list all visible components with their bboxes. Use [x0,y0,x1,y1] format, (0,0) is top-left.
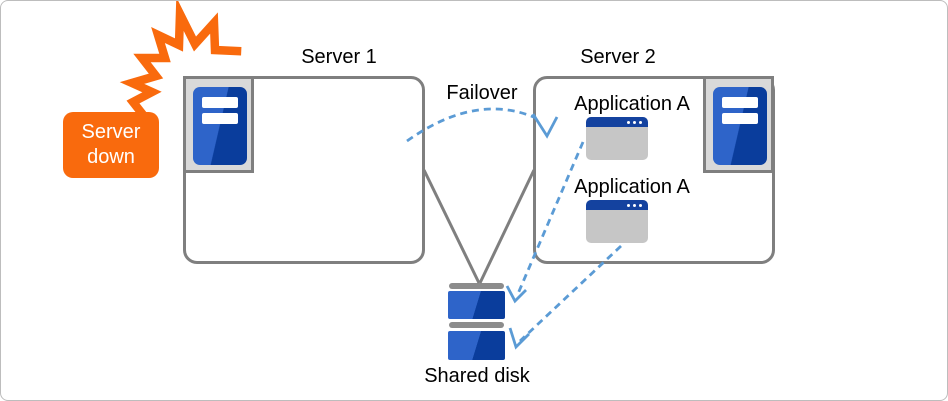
server-icon [713,87,767,165]
shared-disk-icon [449,322,504,328]
server-down-callout: Server down [63,112,159,178]
server2-label: Server 2 [580,46,656,68]
app-window-icon [586,200,648,243]
shared-disk-label: Shared disk [424,365,530,387]
shared-disk-icon [449,283,504,289]
failover-label: Failover [446,82,518,104]
app-window-icon [586,117,648,160]
server2-icon-panel [703,76,774,173]
window-dot-icon [627,203,630,207]
window-dot-icon [627,120,630,124]
callout-line2: down [87,146,135,168]
server-icon-bar [202,113,238,124]
callout-line1: Server [81,121,141,143]
window-dot-icon [639,203,642,207]
shared-disk-icon [448,291,505,319]
server1-disk-connector [422,169,481,284]
window-dot-icon [633,120,636,124]
server-icon-bar [202,97,238,108]
server1-icon-panel [183,76,254,173]
window-dot-icon [633,203,636,207]
server1-label: Server 1 [301,46,377,68]
server-icon-bar [722,97,758,108]
shared-disk-icon [448,331,505,360]
failover-arrow-icon [406,107,537,143]
app-window-titlebar [586,117,648,127]
disk-access-arrowhead-icon [508,327,530,350]
server2-disk-connector [478,169,536,284]
window-dot-icon [639,120,642,124]
server-icon [193,87,247,165]
application-a-label-2: Application A [574,176,690,198]
app-window-titlebar [586,200,648,210]
server-icon-bar [722,113,758,124]
disk-access-arrowhead-icon [505,285,527,304]
application-a-label-1: Application A [574,93,690,115]
